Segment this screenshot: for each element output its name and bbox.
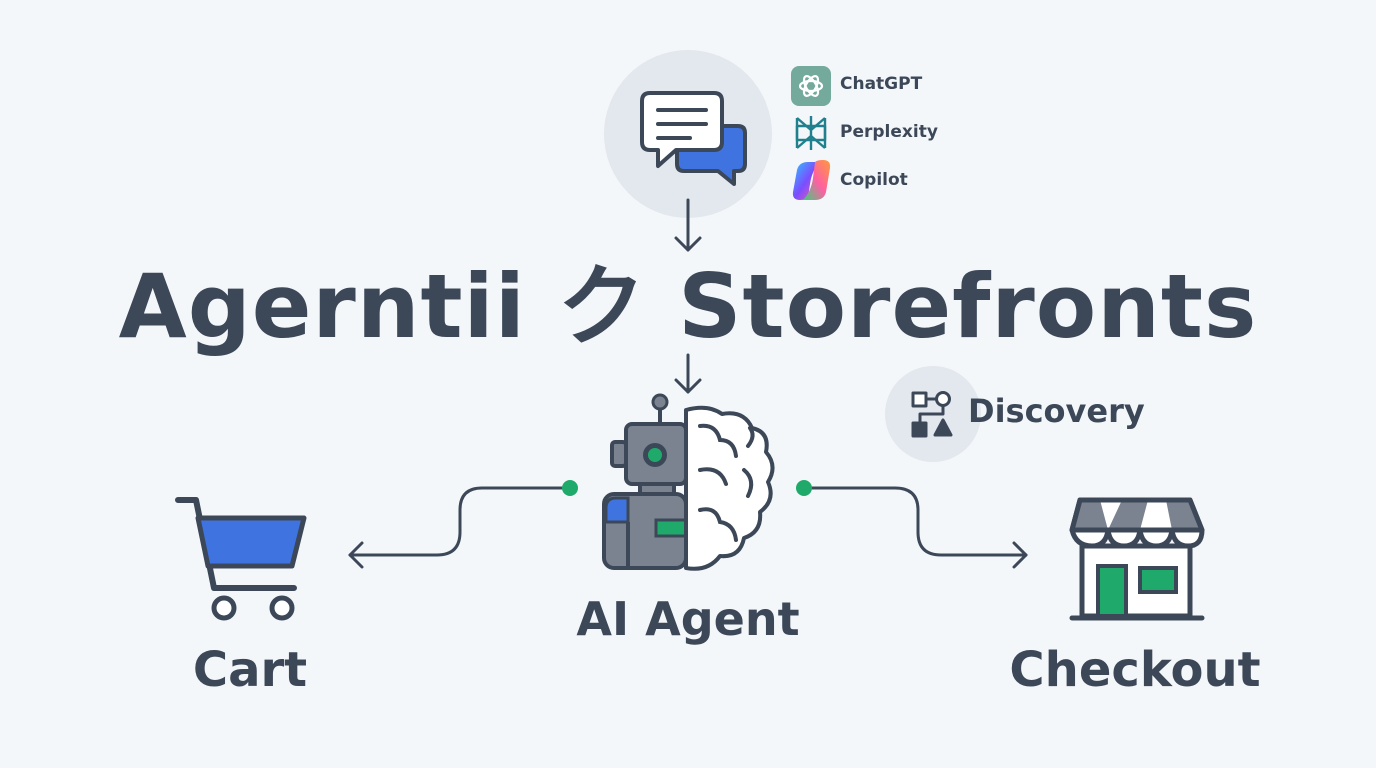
perplexity-logo-icon	[795, 116, 827, 150]
page-title: Agerntii ク Storefronts	[118, 255, 1258, 358]
connector-agent-to-cart	[348, 480, 578, 569]
ai-agent-label: AI Agent	[576, 592, 800, 646]
arrow-chat-to-title	[674, 198, 702, 252]
arrow-title-to-agent	[674, 353, 702, 394]
connector-dot-right	[796, 480, 812, 496]
discovery-label: Discovery	[968, 392, 1145, 430]
copilot-logo-icon	[792, 160, 831, 200]
connector-dot-left	[562, 480, 578, 496]
checkout-label: Checkout	[1009, 642, 1261, 698]
chatgpt-logo-icon	[791, 66, 831, 106]
connector-agent-to-checkout	[796, 480, 1028, 569]
brand-label-copilot: Copilot	[840, 170, 908, 190]
cart-label: Cart	[192, 642, 308, 698]
brand-label-perplexity: Perplexity	[840, 122, 938, 142]
brand-label-chatgpt: ChatGPT	[840, 74, 923, 94]
